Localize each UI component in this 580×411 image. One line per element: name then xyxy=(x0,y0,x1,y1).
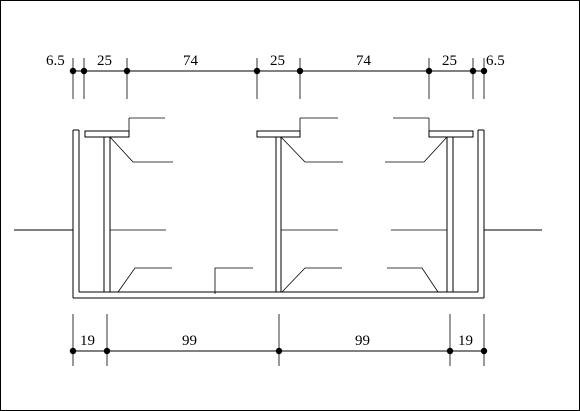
bottom-dim-label-4: 19 xyxy=(458,333,473,349)
top-dim-dot-4 xyxy=(253,67,261,75)
bottom-dim-label-2: 99 xyxy=(182,333,197,349)
bottom-dim-dot-1 xyxy=(69,347,77,355)
i-beam-left xyxy=(84,117,173,293)
i-beam-middle-leader-low xyxy=(281,267,342,293)
bottom-dim-dot-5 xyxy=(480,347,488,355)
top-dim-dot-7 xyxy=(469,67,477,75)
top-dimension-chain: 6.5 25 74 25 74 25 6.5 xyxy=(46,53,505,99)
top-dim-label-4: 25 xyxy=(270,53,285,69)
top-dim-label-1: 6.5 xyxy=(46,53,65,69)
bottom-dim-dot-4 xyxy=(446,347,454,355)
top-dim-label-7: 6.5 xyxy=(486,53,505,69)
bottom-dim-dot-3 xyxy=(275,347,283,355)
i-beam-middle-leader-diag xyxy=(280,136,343,163)
middle-leader-left-low xyxy=(214,267,253,294)
top-dim-dot-6 xyxy=(425,67,433,75)
i-beam-left-flange xyxy=(84,130,130,138)
bottom-dim-label-3: 99 xyxy=(355,333,370,349)
i-beam-middle xyxy=(214,117,343,294)
cross-section xyxy=(72,117,485,299)
bottom-dim-dot-2 xyxy=(103,347,111,355)
i-beam-left-leader-diag xyxy=(109,136,173,163)
i-beam-right-leader-low xyxy=(387,267,439,293)
i-beam-middle-flange xyxy=(256,130,301,138)
top-dim-dot-5 xyxy=(296,67,304,75)
i-beam-right xyxy=(385,117,474,293)
bottom-dim-label-1: 19 xyxy=(80,333,95,349)
top-dim-label-3: 74 xyxy=(183,53,199,69)
top-dim-dot-1 xyxy=(69,67,77,75)
top-dim-label-2: 25 xyxy=(97,53,112,69)
i-beam-left-leader-low xyxy=(117,267,172,293)
top-dim-dot-3 xyxy=(123,67,131,75)
top-dim-label-6: 25 xyxy=(442,53,457,69)
top-dim-label-5: 74 xyxy=(356,53,372,69)
bottom-dimension-chain: 19 99 99 19 xyxy=(69,314,488,366)
i-beam-right-leader-diag xyxy=(385,136,448,163)
top-dim-dot-8 xyxy=(480,67,488,75)
top-dim-dot-2 xyxy=(80,67,88,75)
i-beam-right-flange xyxy=(428,130,474,138)
